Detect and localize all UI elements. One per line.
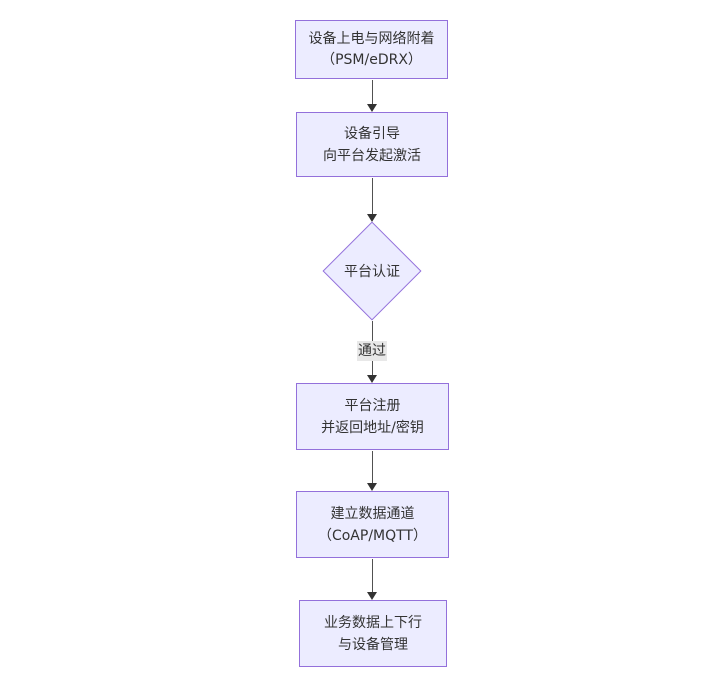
arrowhead-down-icon (367, 483, 377, 491)
node-label-line: 设备引导 (344, 125, 400, 142)
node-data-channel: 建立数据通道 （CoAP/MQTT） (296, 491, 449, 558)
node-label-line: （PSM/eDRX） (321, 51, 422, 68)
node-label-line: 与设备管理 (338, 636, 408, 653)
node-label-line: 业务数据上下行 (324, 614, 422, 631)
arrow-shaft (371, 178, 373, 216)
edge-label-pass: 通过 (357, 341, 387, 361)
node-label-line: 向平台发起激活 (323, 147, 421, 164)
node-label-line: 平台认证 (344, 264, 400, 280)
node-platform-register: 平台注册 并返回地址/密钥 (296, 383, 449, 450)
node-label-line: 设备上电与网络附着 (308, 30, 435, 47)
node-label-line: 平台注册 (344, 397, 401, 414)
arrow-bootstrap-to-auth (366, 178, 378, 222)
arrow-shaft (371, 451, 373, 485)
arrow-shaft (371, 559, 373, 594)
node-label-line: （CoAP/MQTT） (317, 527, 428, 544)
arrow-register-to-channel (366, 451, 378, 491)
node-device-power-attach: 设备上电与网络附着 （PSM/eDRX） (295, 20, 448, 79)
arrowhead-down-icon (367, 214, 377, 222)
node-label-line: 建立数据通道 (330, 505, 415, 522)
arrowhead-down-icon (367, 104, 377, 112)
arrow-shaft (371, 80, 373, 106)
arrowhead-down-icon (367, 375, 377, 383)
arrow-power-to-bootstrap (366, 80, 378, 112)
node-label-line: 并返回地址/密钥 (321, 419, 424, 436)
arrow-channel-to-business (366, 559, 378, 600)
node-device-bootstrap: 设备引导 向平台发起激活 (296, 112, 448, 177)
node-business-data-management: 业务数据上下行 与设备管理 (299, 600, 447, 667)
arrowhead-down-icon (367, 592, 377, 600)
node-platform-auth-decision: 平台认证 (322, 221, 422, 321)
